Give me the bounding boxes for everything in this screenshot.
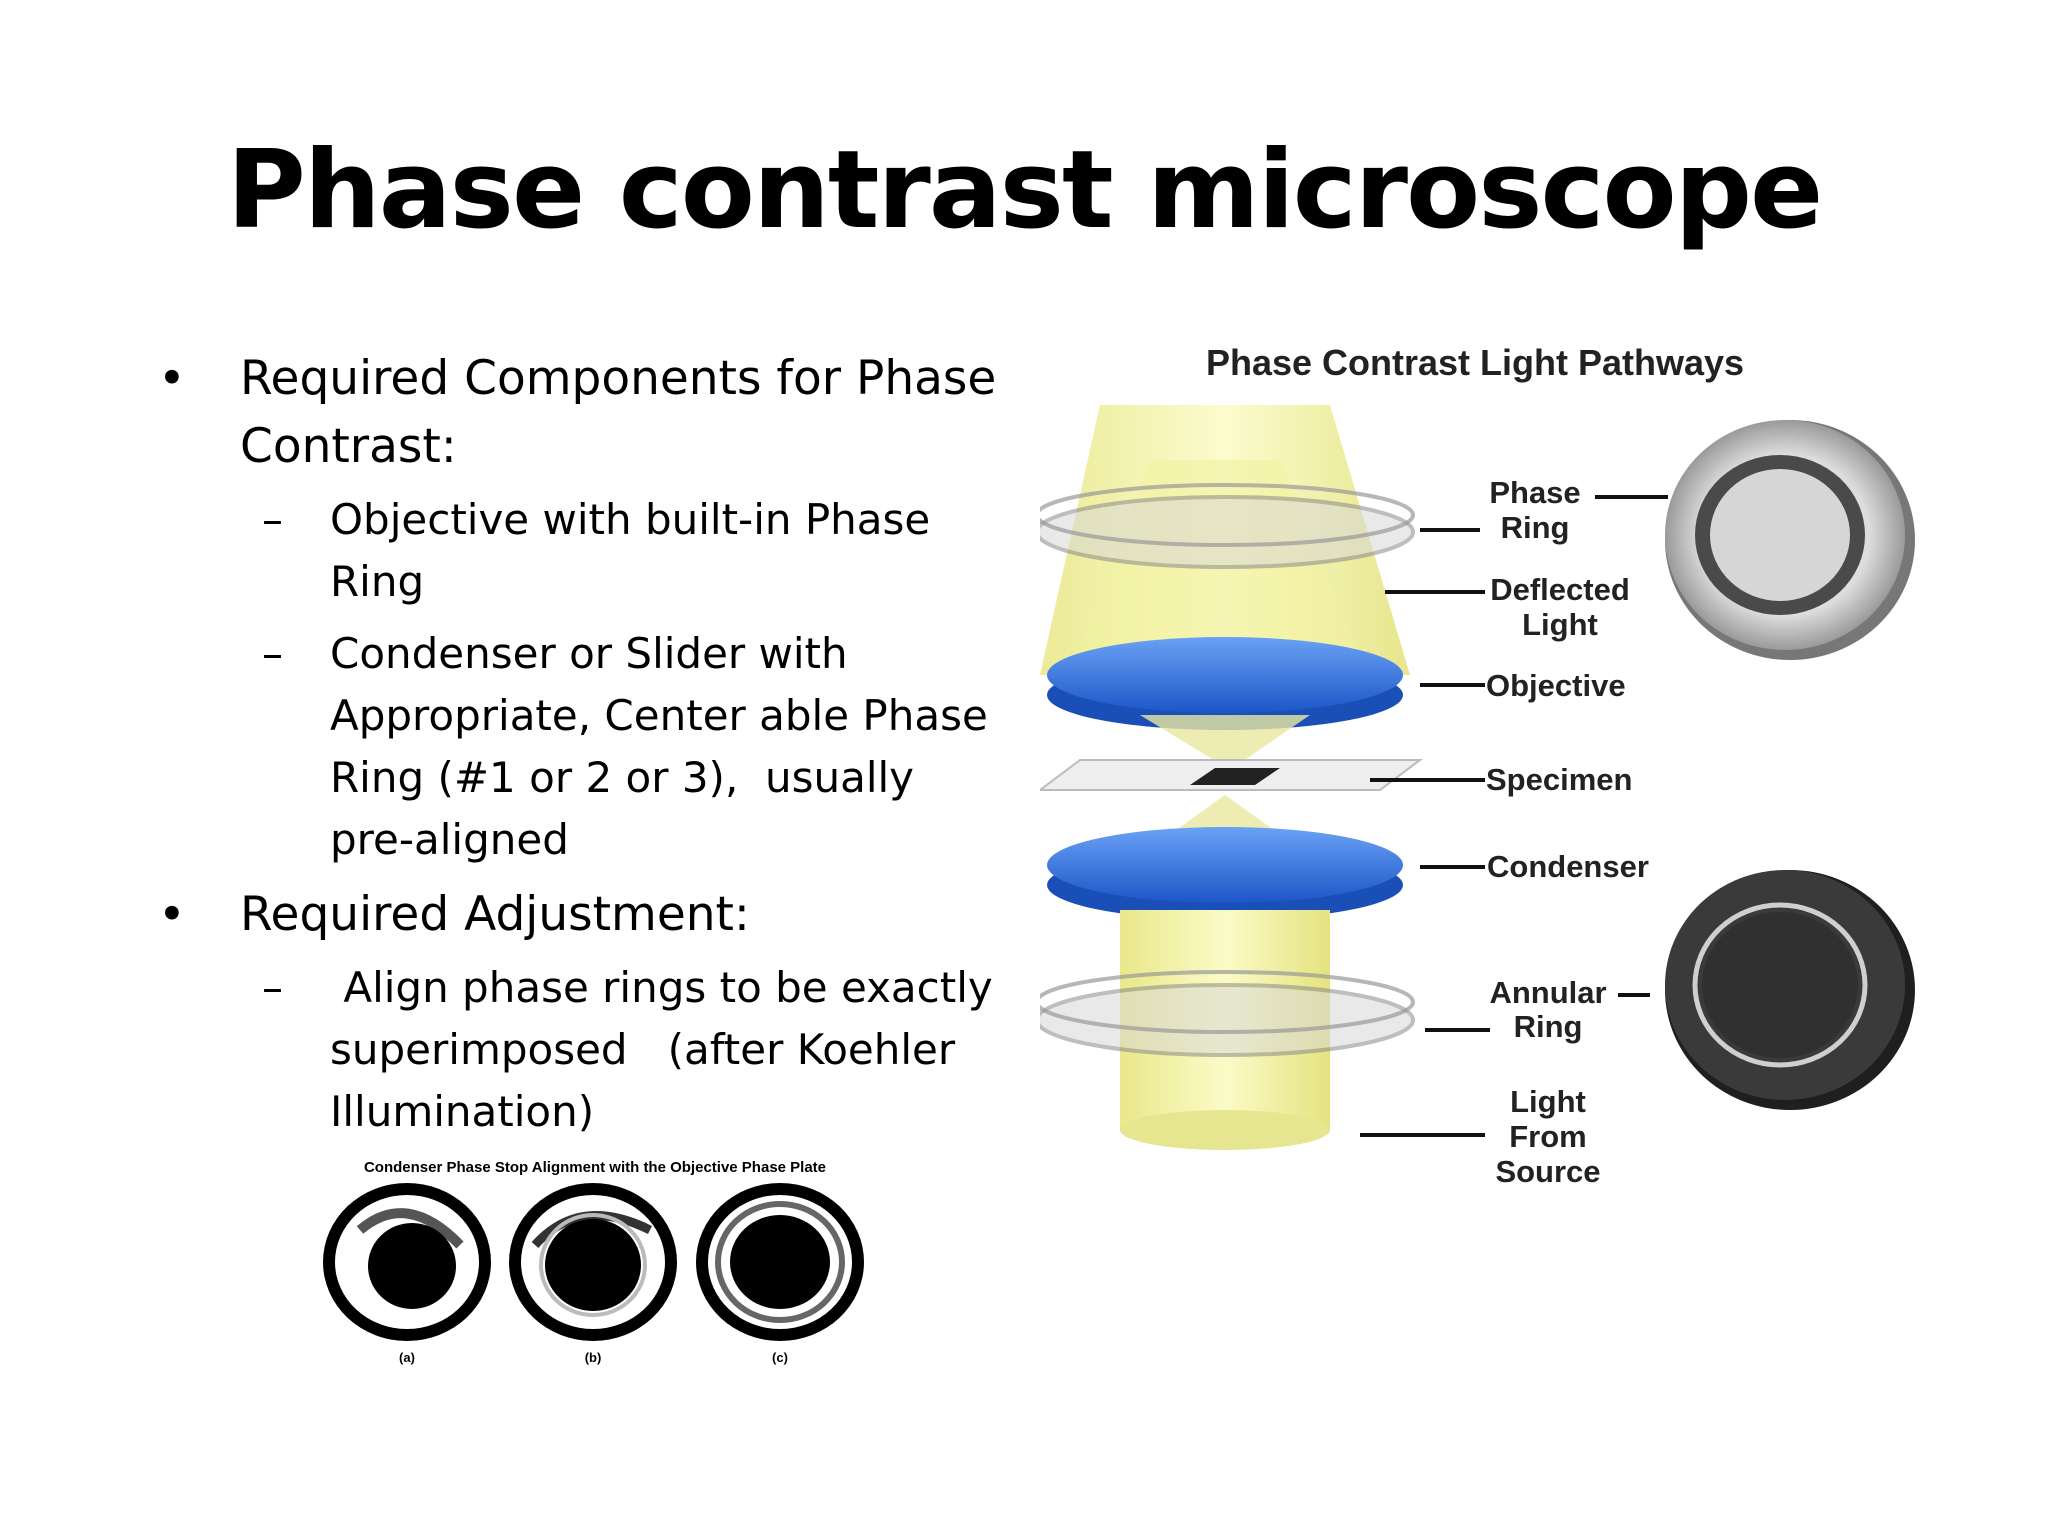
label-light: Light bbox=[1510, 1084, 1586, 1119]
label-objective: Objective bbox=[1486, 668, 1626, 703]
sub-bullet-align: – Align phase rings to be exactly superi… bbox=[150, 957, 1010, 1143]
label-phase-2: Ring bbox=[1501, 510, 1570, 545]
alignment-panel-b bbox=[509, 1183, 677, 1341]
panel-label-c: (c) bbox=[772, 1350, 788, 1365]
bullet-marker: • bbox=[158, 351, 186, 406]
annular-ring-shape bbox=[1040, 970, 1415, 1057]
dash-marker: – bbox=[262, 495, 283, 544]
label-phase-1: Phase bbox=[1489, 475, 1580, 510]
label-specimen: Specimen bbox=[1486, 762, 1632, 797]
diagram-title: Phase Contrast Light Pathways bbox=[1206, 342, 1744, 383]
bullet-marker: • bbox=[158, 887, 186, 942]
condenser-lens bbox=[1047, 827, 1403, 920]
alignment-caption: Condenser Phase Stop Alignment with the … bbox=[364, 1159, 826, 1176]
bullet-required-adjustment: • Required Adjustment: bbox=[150, 881, 1010, 949]
bullet-list: • Required Components for Phase Contrast… bbox=[150, 345, 1010, 1153]
phase-ring-plate bbox=[1665, 420, 1915, 660]
light-pathway-diagram: Phase Contrast Light Pathways bbox=[1040, 342, 1915, 1189]
dash-marker: – bbox=[262, 963, 283, 1012]
label-from: From bbox=[1509, 1119, 1587, 1154]
sub-bullet-objective: – Objective with built-in Phase Ring bbox=[150, 489, 1010, 613]
sub-bullet-text: Objective with built-in Phase Ring bbox=[330, 495, 944, 606]
objective-lens bbox=[1047, 637, 1403, 730]
alignment-panel-a bbox=[323, 1183, 491, 1341]
bullet-required-components: • Required Components for Phase Contrast… bbox=[150, 345, 1010, 481]
slide-title: Phase contrast microscope bbox=[226, 128, 1824, 253]
label-annular-1: Annular bbox=[1489, 975, 1606, 1010]
alignment-panel-c bbox=[696, 1183, 864, 1341]
label-condenser: Condenser bbox=[1487, 849, 1649, 884]
sub-bullet-text: Align phase rings to be exactly superimp… bbox=[330, 963, 1007, 1136]
label-annular-2: Ring bbox=[1514, 1009, 1583, 1044]
label-deflected-2: Light bbox=[1522, 607, 1598, 642]
label-deflected-1: Deflected bbox=[1490, 572, 1630, 607]
bullet-text: Required Adjustment: bbox=[240, 887, 750, 942]
panel-label-a: (a) bbox=[399, 1350, 415, 1365]
leader-lines bbox=[1360, 495, 1668, 1137]
phase-ring-shape bbox=[1040, 483, 1415, 569]
annular-ring-plate bbox=[1665, 870, 1915, 1110]
sub-bullet-text: Condenser or Slider with Appropriate, Ce… bbox=[330, 629, 1002, 864]
sub-bullet-condenser: – Condenser or Slider with Appropriate, … bbox=[150, 623, 1010, 871]
specimen-slide bbox=[1040, 759, 1423, 791]
bullet-text: Required Components for Phase Contrast: bbox=[240, 351, 1012, 474]
label-source: Source bbox=[1495, 1154, 1600, 1189]
phase-stop-alignment-figure: Condenser Phase Stop Alignment with the … bbox=[323, 1159, 864, 1365]
panel-label-b: (b) bbox=[585, 1350, 602, 1365]
dash-marker: – bbox=[262, 629, 283, 678]
